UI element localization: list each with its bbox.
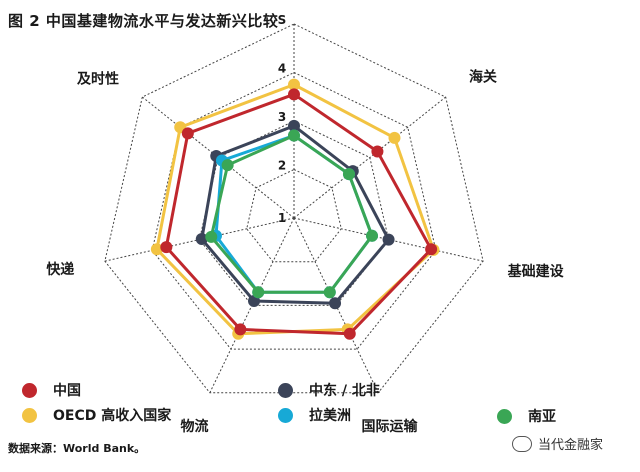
legend-swatch-latam	[278, 407, 293, 423]
series-1-point-3	[343, 327, 356, 340]
legend-label-oecd: OECD 高收入国家	[53, 408, 172, 424]
wechat-icon	[512, 435, 532, 452]
radar-axis-labels: 物流表现指数海关基础建设国际运输物流快递及时性	[46, 68, 565, 435]
series-1-point-2	[425, 243, 438, 256]
series-2-point-0	[288, 119, 300, 132]
watermark-text: 当代金融家	[538, 438, 604, 453]
radar-series	[150, 78, 440, 340]
watermark: 当代金融家	[512, 434, 603, 453]
series-4-point-5	[205, 230, 218, 243]
legend-swatch-oecd	[22, 407, 37, 423]
axis-label-6: 及时性	[77, 70, 119, 87]
series-4-point-6	[221, 159, 234, 172]
legend-swatch-mena	[278, 382, 293, 398]
tick-label-1: 1	[278, 211, 286, 225]
radar-tick-labels: 1 2 3 4 S	[278, 13, 287, 225]
legend-item-mena: 中东 / 北非	[278, 380, 380, 400]
series-line-4	[209, 134, 374, 294]
legend-item-oecd: OECD 高收入国家	[22, 405, 171, 425]
legend-label-mena: 中东 / 北非	[309, 383, 380, 399]
series-4-point-3	[323, 286, 336, 299]
series-4-point-1	[342, 168, 355, 181]
series-4-point-0	[288, 129, 300, 142]
legend-item-latam: 拉美洲	[278, 405, 351, 425]
legend-item-china: 中国	[22, 380, 81, 400]
grid-ring-2	[246, 168, 342, 263]
series-1-point-6	[181, 127, 194, 140]
series-0-point-1	[388, 131, 401, 144]
series-4-point-2	[366, 229, 379, 242]
legend-swatch-south-asia	[497, 408, 512, 424]
legend-label-latam: 拉美洲	[309, 408, 351, 424]
series-0-point-5	[150, 243, 163, 256]
figure-title: 图 2 中国基建物流水平与发达新兴比较	[8, 12, 279, 30]
axis-label-5: 快递	[46, 261, 74, 278]
axis-label-3: 国际运输	[362, 418, 419, 435]
grid-spoke-1	[293, 96, 446, 219]
legend-label-south-asia: 南亚	[528, 409, 556, 425]
axis-label-2: 基础建设	[508, 263, 565, 280]
series-1-point-5	[160, 241, 173, 254]
legend-swatch-china	[22, 382, 37, 398]
series-2-point-5	[195, 233, 208, 246]
series-2-point-3	[329, 297, 342, 310]
series-1-point-0	[288, 88, 300, 101]
legend-label-china: 中国	[53, 383, 81, 399]
legend-item-south-asia: 南亚	[497, 406, 556, 426]
series-4-point-4	[252, 286, 265, 299]
tick-label-3: 3	[278, 110, 286, 124]
axis-label-1: 海关	[469, 68, 497, 85]
tick-label-2: 2	[278, 159, 286, 173]
series-2-point-2	[382, 233, 395, 246]
series-line-1	[164, 92, 433, 336]
series-1-point-4	[234, 323, 247, 336]
series-line-2	[200, 124, 391, 305]
series-1-point-1	[371, 145, 384, 158]
source-note: 数据来源：World Bank。	[8, 442, 146, 455]
tick-label-5: S	[278, 13, 287, 27]
axis-label-4: 物流	[180, 418, 208, 435]
grid-ring-5	[104, 23, 484, 394]
series-0-point-0	[288, 78, 300, 91]
tick-label-4: 4	[278, 62, 286, 76]
